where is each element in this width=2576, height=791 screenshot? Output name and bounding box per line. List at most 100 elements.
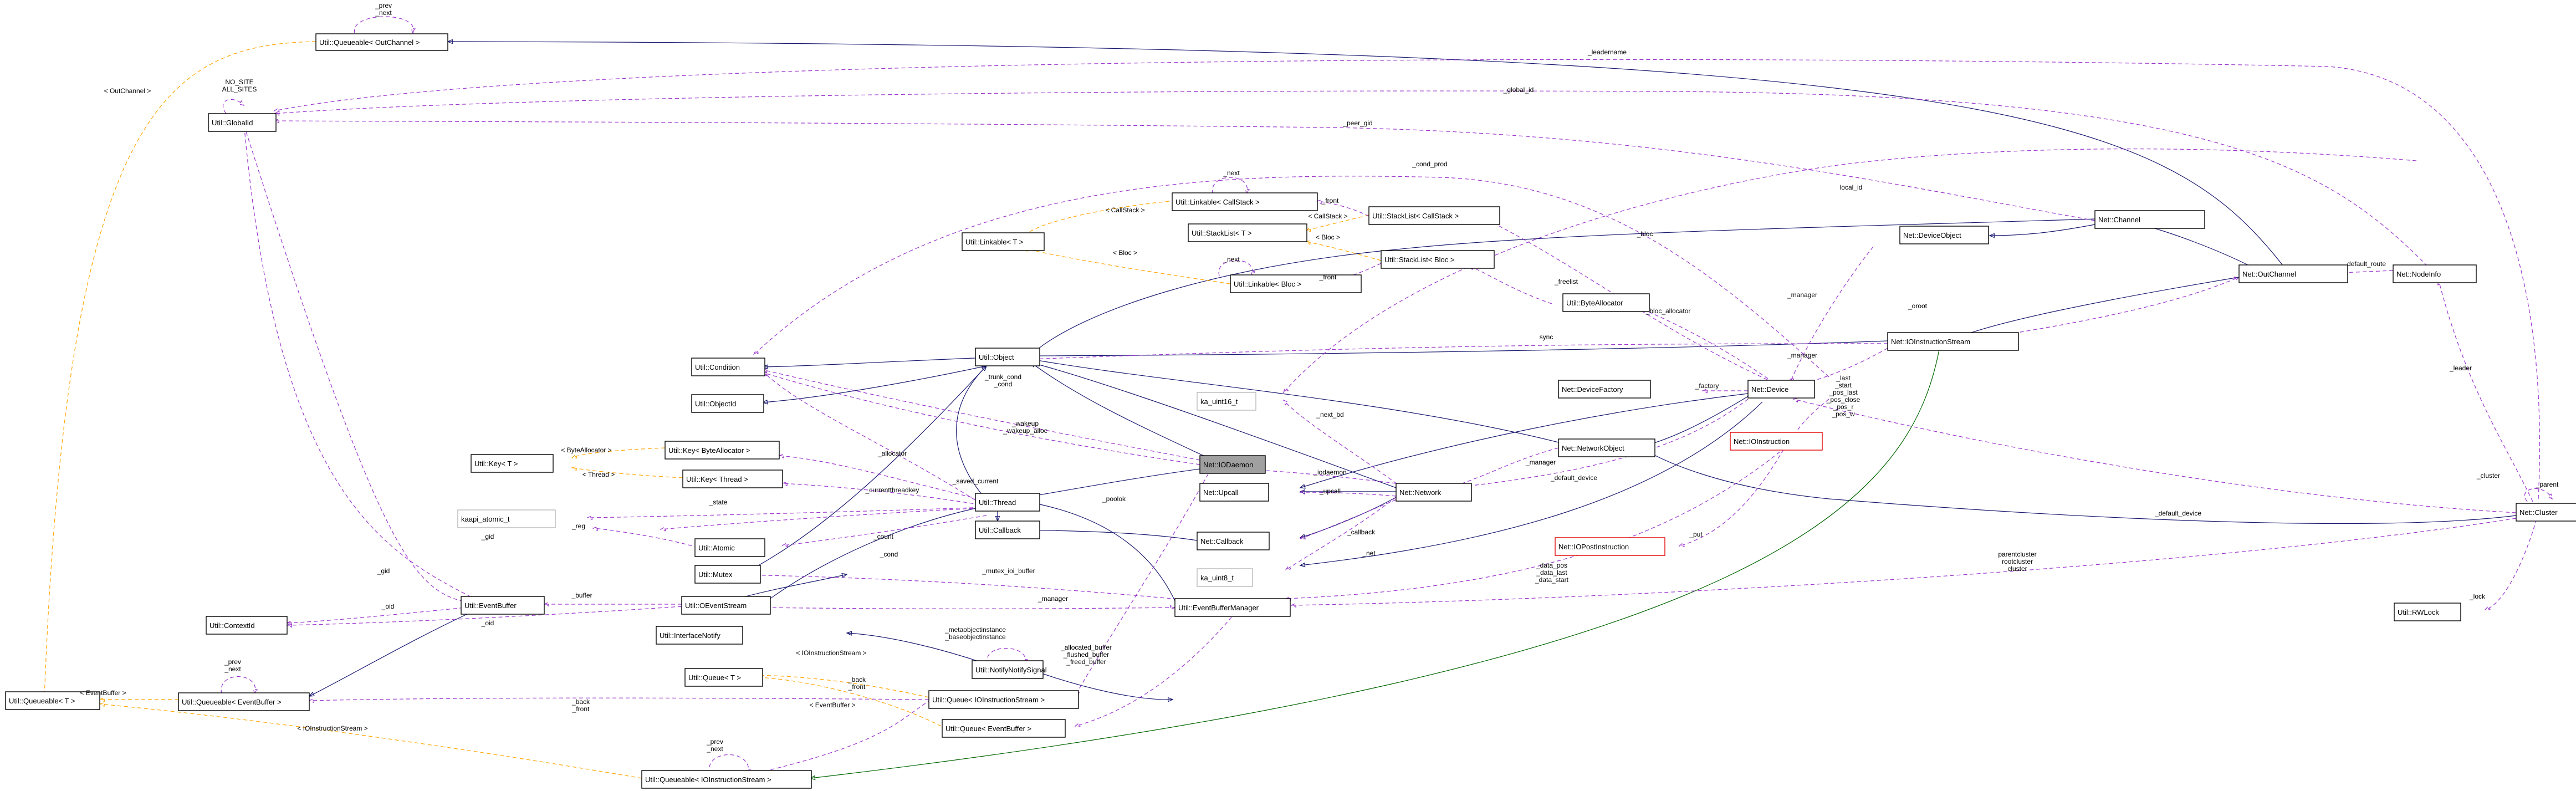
edge-label-next-callstack: _next	[1223, 169, 1240, 177]
class-node-linkable-bloc[interactable]: Util::Linkable< Bloc >	[1230, 274, 1362, 293]
class-name: Util::Queueable< IOInstructionStream >	[645, 775, 771, 784]
class-box	[457, 509, 556, 528]
edge-label-allocator: _allocator	[877, 450, 907, 457]
arrowhead	[1074, 722, 1081, 727]
class-node-thread[interactable]: Util::Thread	[975, 493, 1040, 512]
edge-label-prev-next-ios: _prev_next	[706, 738, 723, 753]
class-box	[1887, 332, 2019, 351]
arrowhead	[308, 698, 314, 703]
class-name: Util::Key< ByteAllocator >	[668, 446, 750, 455]
class-node-globalid[interactable]: Util::GlobalId	[208, 113, 277, 132]
class-node-queueable-iostream[interactable]: Util::Queueable< IOInstructionStream >	[641, 770, 812, 789]
arrowhead	[99, 702, 105, 707]
class-name: Util::Mutex	[698, 570, 733, 579]
class-node-iostream[interactable]: Net::IOInstructionStream	[1887, 332, 2019, 351]
class-node-queueable-eventbuffer[interactable]: Util::Queueable< EventBuffer >	[178, 692, 310, 711]
edge-globalid-self	[222, 99, 245, 114]
edge-ebmanager-thread	[1022, 499, 1175, 601]
class-node-mutex[interactable]: Util::Mutex	[694, 565, 761, 584]
class-name: Net::OutChannel	[2242, 270, 2296, 278]
arrowhead	[660, 526, 666, 532]
edge-label-lock: _lock	[2469, 593, 2486, 600]
class-box	[972, 660, 1044, 679]
class-node-notifysignal[interactable]: Util::NotifyNotifySignal	[972, 660, 1047, 679]
class-node-queueable-outchannel[interactable]: Util::Queueable< OutChannel >	[315, 33, 448, 51]
class-node-devicefactory[interactable]: Net::DeviceFactory	[1558, 380, 1651, 399]
class-node-iopostinstruction[interactable]: Net::IOPostInstruction	[1555, 537, 1665, 556]
class-node-eventbuffer[interactable]: Util::EventBuffer	[461, 596, 545, 615]
class-node-nodeinfo[interactable]: Net::NodeInfo	[2393, 264, 2477, 283]
arrowhead	[1250, 271, 1255, 277]
class-node-key-thread[interactable]: Util::Key< Thread >	[682, 470, 783, 488]
class-box	[1172, 192, 1318, 211]
edge-cond-prod	[753, 176, 1829, 377]
edge-label-allocated-group: _allocated_buffer_flushed_buffer_freed_b…	[1060, 644, 1112, 666]
class-box	[471, 454, 554, 473]
class-node-rwlock[interactable]: Util::RWLock	[2394, 603, 2461, 621]
class-node-linkable-t[interactable]: Util::Linkable< T >	[962, 232, 1045, 251]
edge-label-net: _net	[1362, 549, 1376, 557]
class-box	[1396, 483, 1472, 502]
class-node-key-byteallocator[interactable]: Util::Key< ByteAllocator >	[665, 441, 780, 460]
edge-outchannel-queueable	[447, 39, 2284, 267]
class-name: Util::StackList< CallStack >	[1372, 212, 1459, 220]
class-name: Net::NodeInfo	[2396, 270, 2441, 278]
class-node-queue-iostream[interactable]: Util::Queue< IOInstructionStream >	[928, 690, 1079, 709]
class-node-ioinstruction[interactable]: Net::IOInstruction	[1730, 432, 1823, 451]
edge-mutex-thread	[750, 365, 988, 570]
class-node-callback-net[interactable]: Net::Callback	[1197, 532, 1270, 550]
class-box	[665, 441, 780, 460]
edge-label-lt-thread: < Thread >	[582, 471, 615, 478]
edge-thread-callback	[995, 510, 1000, 522]
class-node-stacklist-bloc[interactable]: Util::StackList< Bloc >	[1381, 250, 1495, 269]
edge-label-back-front: _back_front	[571, 698, 590, 713]
class-node-interfacenotify[interactable]: Util::InterfaceNotify	[656, 626, 743, 645]
class-node-network[interactable]: Net::Network	[1396, 483, 1472, 502]
class-box	[461, 596, 545, 615]
class-node-linkable-callstack[interactable]: Util::Linkable< CallStack >	[1172, 192, 1318, 211]
edge-label-last-group: _last_start_pos_last_pos_close_pos_r_pos…	[1826, 374, 1861, 418]
class-node-byteallocator[interactable]: Util::ByteAllocator	[1562, 293, 1650, 312]
class-node-deviceobject[interactable]: Net::DeviceObject	[1899, 226, 1989, 244]
class-name: Util::Callback	[979, 526, 1021, 534]
class-node-iodaemon[interactable]: Net::IODaemon	[1199, 455, 1266, 474]
class-node-uint8[interactable]: ka_uint8_t	[1197, 568, 1253, 587]
arrowhead	[995, 516, 1000, 522]
edge-label-gid2: _gid	[377, 567, 390, 575]
class-node-key-t[interactable]: Util::Key< T >	[471, 454, 554, 473]
edge-label-lt-callstack: < CallStack >	[1105, 206, 1144, 214]
arrowhead	[1299, 484, 1306, 489]
arrowhead	[1282, 399, 1289, 406]
class-node-stacklist-callstack[interactable]: Util::StackList< CallStack >	[1368, 206, 1500, 225]
class-node-atomic[interactable]: Util::Atomic	[694, 538, 765, 557]
class-node-object[interactable]: Util::Object	[975, 348, 1040, 366]
class-name: Net::DeviceObject	[1903, 231, 1961, 239]
class-node-queue-t[interactable]: Util::Queue< T >	[684, 668, 763, 687]
arrowhead	[1299, 534, 1306, 540]
class-node-ebmanager[interactable]: Util::EventBufferManager	[1174, 598, 1291, 617]
arrowhead	[778, 453, 785, 459]
class-box	[975, 520, 1040, 539]
class-node-contextid[interactable]: Util::ContextId	[206, 616, 288, 635]
class-node-channel[interactable]: Net::Channel	[2094, 210, 2205, 229]
edge-front-callstack	[1316, 199, 1369, 217]
class-node-uint16[interactable]: ka_uint16_t	[1197, 392, 1256, 411]
class-node-device[interactable]: Net::Device	[1747, 380, 1815, 399]
class-node-networkobject[interactable]: Net::NetworkObject	[1558, 438, 1655, 457]
class-node-oeventstream[interactable]: Util::OEventStream	[681, 596, 771, 615]
class-node-condition[interactable]: Util::Condition	[691, 358, 765, 376]
class-node-queue-eventbuffer[interactable]: Util::Queue< EventBuffer >	[942, 719, 1066, 738]
class-box	[1174, 598, 1291, 617]
edge-cluster-networkobject	[1644, 450, 2517, 524]
arrowhead	[273, 110, 280, 116]
class-node-kaapi-atomic[interactable]: kaapi_atomic_t	[457, 509, 556, 528]
class-node-upcall[interactable]: Net::Upcall	[1199, 483, 1269, 502]
class-node-cluster[interactable]: Net::Cluster	[2516, 503, 2576, 522]
class-node-outchannel[interactable]: Net::OutChannel	[2238, 264, 2348, 283]
class-name: Util::Key< T >	[474, 460, 518, 468]
arrowhead	[1285, 565, 1291, 570]
class-node-objectid[interactable]: Util::ObjectId	[691, 394, 764, 413]
class-node-callback-util[interactable]: Util::Callback	[975, 520, 1040, 539]
class-node-stacklist-t[interactable]: Util::StackList< T >	[1188, 223, 1307, 242]
class-node-queueable-t[interactable]: Util::Queueable< T >	[5, 691, 100, 710]
